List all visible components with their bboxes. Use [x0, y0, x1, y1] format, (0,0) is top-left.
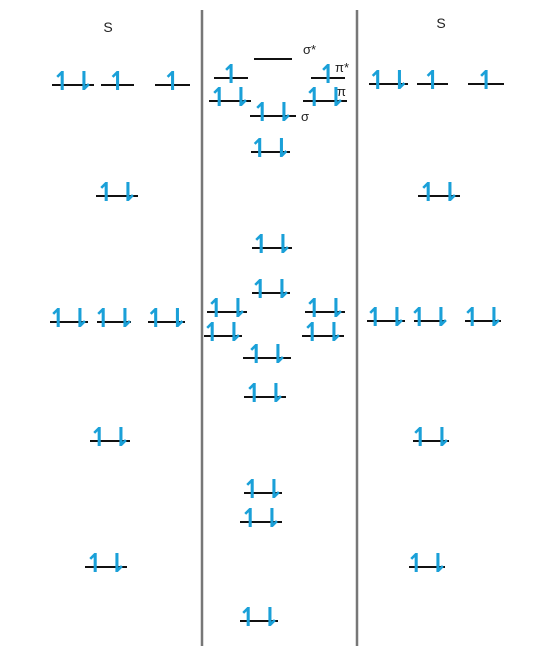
right-atom-level-3s: ↿⇂ — [417, 178, 461, 208]
unpaired-electron: ↿ — [162, 67, 184, 97]
electron-pair: ↿⇂ — [241, 475, 285, 505]
energy-levels: ↿⇂↿↿↿⇂↿⇂↿⇂↿⇂↿⇂↿⇂↿↿↿⇂↿⇂↿⇂↿⇂↿⇂↿⇂↿⇂↿⇂↿⇂↿⇂↿⇂… — [47, 58, 505, 633]
electron-pair: ↿⇂ — [405, 549, 449, 579]
unpaired-electron: ↿ — [220, 60, 242, 90]
molecule-level-pi-2p-a: ↿⇂ — [201, 318, 245, 348]
electron-pair: ↿⇂ — [303, 294, 347, 324]
right-atom-level-2s: ↿⇂ — [409, 423, 453, 453]
unpaired-electron: ↿ — [422, 66, 444, 96]
molecule-level-sigma-star-2s: ↿⇂ — [241, 475, 285, 505]
right-atom-label: S — [436, 15, 445, 31]
electron-pair: ↿⇂ — [367, 66, 411, 96]
right-atom-level-2p-b: ↿⇂ — [408, 303, 452, 333]
left-atom-level-1s: ↿⇂ — [84, 549, 128, 579]
sigma-star-label: σ* — [303, 42, 316, 57]
left-atom-level-2p-a: ↿⇂ — [47, 304, 91, 334]
electron-pair: ↿⇂ — [249, 134, 293, 164]
electron-pair: ↿⇂ — [251, 98, 295, 128]
unpaired-electron: ↿ — [475, 66, 497, 96]
left-atom-level-3p-b: ↿ — [101, 67, 134, 97]
electron-pair: ↿⇂ — [239, 504, 283, 534]
left-atom-level-3p-a: ↿⇂ — [51, 67, 95, 97]
electron-pair: ↿⇂ — [92, 304, 136, 334]
molecule-level-sigma-1s: ↿⇂ — [237, 603, 281, 633]
left-atom-level-2p-c: ↿⇂ — [145, 304, 189, 334]
electron-pair: ↿⇂ — [245, 340, 289, 370]
pi-label: π — [337, 84, 346, 99]
molecule-level-sigma-star-1s: ↿⇂ — [239, 504, 283, 534]
molecule-level-sigma-star-2p: ↿⇂ — [249, 275, 293, 305]
molecule-level-sigma-3s: ↿⇂ — [250, 230, 294, 260]
electron-pair: ↿⇂ — [364, 303, 408, 333]
electron-pair: ↿⇂ — [51, 67, 95, 97]
pi-star-label: π* — [335, 60, 349, 75]
molecule-level-sigma-2s: ↿⇂ — [243, 379, 287, 409]
electron-pair: ↿⇂ — [47, 304, 91, 334]
molecule-level-sigma-star-3s: ↿⇂ — [249, 134, 293, 164]
electron-pair: ↿⇂ — [201, 318, 245, 348]
molecule-level-pi-3p-b: ↿⇂ — [303, 83, 347, 113]
right-atom-level-2p-a: ↿⇂ — [364, 303, 408, 333]
molecule-level-sigma-2p: ↿⇂ — [243, 340, 291, 370]
left-atom-level-3s: ↿⇂ — [95, 178, 139, 208]
electron-pair: ↿⇂ — [461, 303, 505, 333]
electron-pair: ↿⇂ — [408, 303, 452, 333]
molecule-level-pi-star-3p-a: ↿ — [214, 60, 248, 90]
electron-pair: ↿⇂ — [95, 178, 139, 208]
electron-pair: ↿⇂ — [249, 275, 293, 305]
molecule-level-sigma-3p: ↿⇂ — [250, 98, 296, 128]
electron-pair: ↿⇂ — [88, 423, 132, 453]
right-atom-level-3p-b: ↿ — [417, 66, 448, 96]
sigma-label: σ — [301, 109, 309, 124]
right-atom-level-3p-a: ↿⇂ — [367, 66, 411, 96]
left-atom-label: S — [103, 19, 112, 35]
electron-pair: ↿⇂ — [237, 603, 281, 633]
electron-pair: ↿⇂ — [84, 549, 128, 579]
left-atom-level-3p-c: ↿ — [155, 67, 190, 97]
unpaired-electron: ↿ — [317, 60, 339, 90]
electron-pair: ↿⇂ — [409, 423, 453, 453]
molecule-level-pi-star-2p-a: ↿⇂ — [205, 294, 249, 324]
electron-pair: ↿⇂ — [417, 178, 461, 208]
left-atom-level-2p-b: ↿⇂ — [92, 304, 136, 334]
electron-pair: ↿⇂ — [243, 379, 287, 409]
molecule-level-pi-star-3p-b: ↿ — [311, 60, 345, 90]
molecule-level-pi-3p-a: ↿⇂ — [208, 83, 252, 113]
electron-pair: ↿⇂ — [301, 318, 345, 348]
right-atom-level-3p-c: ↿ — [468, 66, 504, 96]
right-atom-level-1s: ↿⇂ — [405, 549, 449, 579]
molecule-level-pi-star-2p-b: ↿⇂ — [303, 294, 347, 324]
electron-pair: ↿⇂ — [205, 294, 249, 324]
right-atom-level-2p-c: ↿⇂ — [461, 303, 505, 333]
electron-pair: ↿⇂ — [303, 83, 347, 113]
left-atom-level-2s: ↿⇂ — [88, 423, 132, 453]
molecule-level-pi-2p-b: ↿⇂ — [301, 318, 345, 348]
electron-pair: ↿⇂ — [250, 230, 294, 260]
electron-pair: ↿⇂ — [208, 83, 252, 113]
electron-pair: ↿⇂ — [145, 304, 189, 334]
unpaired-electron: ↿ — [107, 67, 129, 97]
